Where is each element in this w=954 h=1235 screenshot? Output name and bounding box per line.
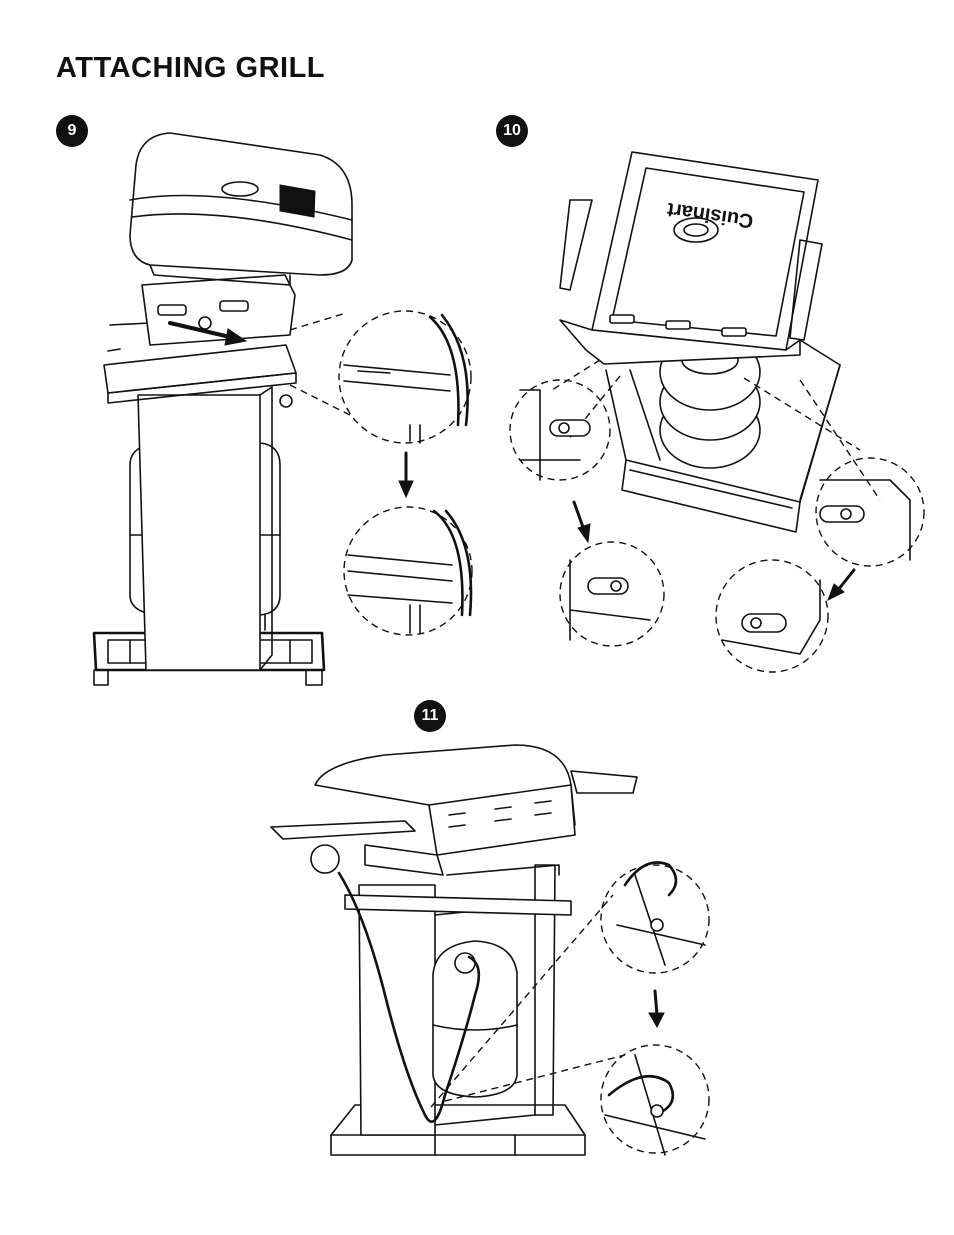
arrow-down-icon xyxy=(574,502,590,542)
gas-tank-icon xyxy=(433,941,517,1097)
circle-detail-icon xyxy=(560,542,664,646)
step-9-badge: 9 xyxy=(56,115,88,147)
page-title: ATTACHING GRILL xyxy=(56,52,325,85)
step-11-badge: 11 xyxy=(414,700,446,732)
arrow-down-icon xyxy=(649,991,664,1027)
circle-detail-icon xyxy=(510,380,610,480)
circle-detail-icon xyxy=(816,458,924,566)
circle-detail-icon xyxy=(339,311,471,443)
support-column xyxy=(138,387,272,670)
circle-detail-icon xyxy=(601,1045,709,1155)
circle-detail-icon xyxy=(601,863,709,974)
arrow-down-icon xyxy=(828,570,854,600)
grill-icon xyxy=(130,133,352,345)
step-11-illustration xyxy=(265,735,725,1165)
step-10-illustration: Cuisinart xyxy=(500,140,930,680)
arrow-down-icon xyxy=(399,453,413,497)
circle-detail-icon xyxy=(344,507,472,635)
grill-icon xyxy=(271,745,637,875)
circle-detail-icon xyxy=(716,560,828,672)
grill-icon: Cuisinart xyxy=(560,152,822,364)
step-9-illustration xyxy=(90,125,490,695)
